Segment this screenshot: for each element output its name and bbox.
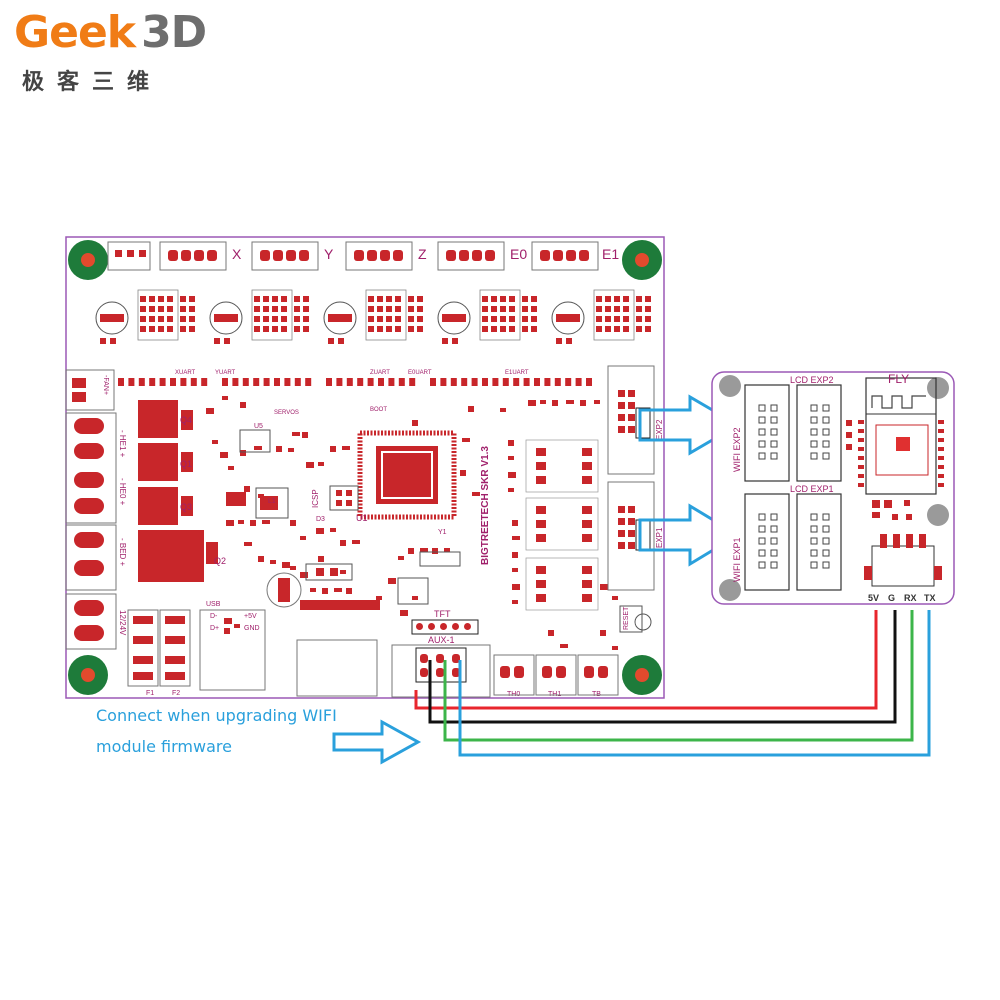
module-mount-hole [719, 375, 741, 397]
wire-gnd [428, 610, 897, 724]
misc-label: EXP1 [655, 527, 664, 548]
mosfet-label: Q4 [180, 415, 192, 425]
misc-label: TFT [434, 609, 451, 619]
header-label: XUART [175, 370, 196, 376]
mcu-chip: U1 [356, 430, 457, 523]
misc-label: D- [210, 613, 218, 620]
misc-label: D+ [210, 625, 219, 632]
header-label: SERVOS [274, 410, 299, 416]
wire-5v [414, 610, 878, 710]
mount-hole-tl [68, 240, 108, 280]
header-label: ZUART [370, 370, 390, 376]
chip-label: U1 [356, 513, 368, 523]
wifi-exp2-header [744, 384, 790, 482]
wire-rx [443, 610, 914, 742]
wire-tx [458, 610, 931, 757]
motor-connector-y: Y [251, 241, 334, 271]
misc-label: RESET [623, 606, 630, 630]
esp-module: FLY [865, 372, 937, 495]
module-mount-hole [719, 579, 741, 601]
axis-label: X [232, 246, 242, 262]
driver-sockets [95, 289, 651, 344]
axis-label: Y [324, 246, 334, 262]
lcd-exp2-label: LCD EXP2 [790, 375, 834, 385]
misc-label: F2 [172, 690, 180, 697]
mount-hole-tr [622, 240, 662, 280]
pin-label-tx: TX [924, 593, 936, 603]
lcd-exp1-header [796, 493, 842, 591]
module-brand: FLY [888, 372, 909, 386]
mount-hole-bl [68, 655, 108, 695]
pin-label-g: G [888, 593, 895, 603]
axis-label: E1 [602, 246, 619, 262]
side-label: -FAN+ [102, 375, 109, 395]
firmware-note: Connect when upgrading WIFI module firmw… [96, 700, 337, 762]
mount-hole-br [622, 655, 662, 695]
misc-label: Y1 [438, 529, 447, 536]
axis-label: E0 [510, 246, 527, 262]
wifi-module: LCD EXP2 LCD EXP1 WIFI EXP2 WIFI EXP1 FL… [711, 371, 955, 605]
motor-connector-e0: E0 [437, 241, 527, 271]
misc-label: F1 [146, 690, 154, 697]
mosfet-label: Q1 [180, 459, 192, 469]
pin-label-rx: RX [904, 593, 917, 603]
wires [414, 610, 931, 757]
misc-label: USB [206, 601, 221, 608]
misc-label: GND [244, 625, 260, 632]
side-label: - BED + [118, 538, 127, 567]
side-label: - HE0 + [118, 478, 127, 506]
pin-label-5v: 5V [868, 593, 879, 603]
motor-connectors: X Y Z E0 [159, 241, 619, 271]
wifi-exp2-label: WIFI EXP2 [732, 427, 742, 472]
misc-label: EXP2 [655, 419, 664, 440]
motor-connector-x: X [159, 241, 242, 271]
mosfet-label: Q3 [180, 502, 192, 512]
side-label: - HE1 + [118, 430, 127, 458]
note-line-2: module firmware [96, 737, 232, 756]
lcd-exp2-header [796, 384, 842, 482]
misc-label: ICSP [311, 489, 320, 508]
probe-connector [107, 241, 151, 271]
misc-label: D3 [316, 516, 325, 523]
brand-name-geek: Geek [14, 7, 136, 58]
misc-label: L1 [268, 498, 276, 505]
header-label: YUART [215, 370, 236, 376]
mosfet-label: Q2 [214, 556, 226, 566]
motor-connector-e1: E1 [531, 241, 619, 271]
antenna-icon [871, 395, 926, 409]
misc-label: U5 [254, 423, 263, 430]
mosfets: Q4 Q1 Q3 Q2 [138, 400, 226, 582]
note-arrow [332, 719, 422, 765]
side-label: 12/24V [118, 610, 127, 636]
lcd-exp1-label: LCD EXP1 [790, 484, 834, 494]
wifi-exp1-label: WIFI EXP1 [732, 537, 742, 582]
header-label: E0UART [408, 370, 432, 376]
module-mount-hole [927, 504, 949, 526]
brand-name-3d: 3D [141, 7, 207, 58]
smd-components [206, 390, 652, 650]
brand-subtitle: 极客三维 [22, 70, 163, 95]
misc-label: AUX-1 [428, 635, 455, 645]
header-pin-row [118, 378, 592, 386]
wifi-exp1-header [744, 493, 790, 591]
module-mount-hole [927, 377, 949, 399]
axis-label: Z [418, 246, 427, 262]
uart-header: 5V G RX TX [864, 534, 942, 603]
skr-board: X Y Z E0 [65, 236, 741, 699]
header-label: E1UART [505, 370, 529, 376]
header-label: BOOT [370, 407, 387, 413]
power-terminals: -FAN+ - HE1 + - HE0 + - BED + 12/24V [65, 369, 127, 650]
misc-label: +5V [244, 613, 257, 620]
note-line-1: Connect when upgrading WIFI [96, 706, 337, 725]
motor-connector-z: Z [345, 241, 427, 271]
board-name: BIGTREETECH SKR V1.3 [480, 446, 491, 565]
module-header-pins [758, 404, 830, 569]
